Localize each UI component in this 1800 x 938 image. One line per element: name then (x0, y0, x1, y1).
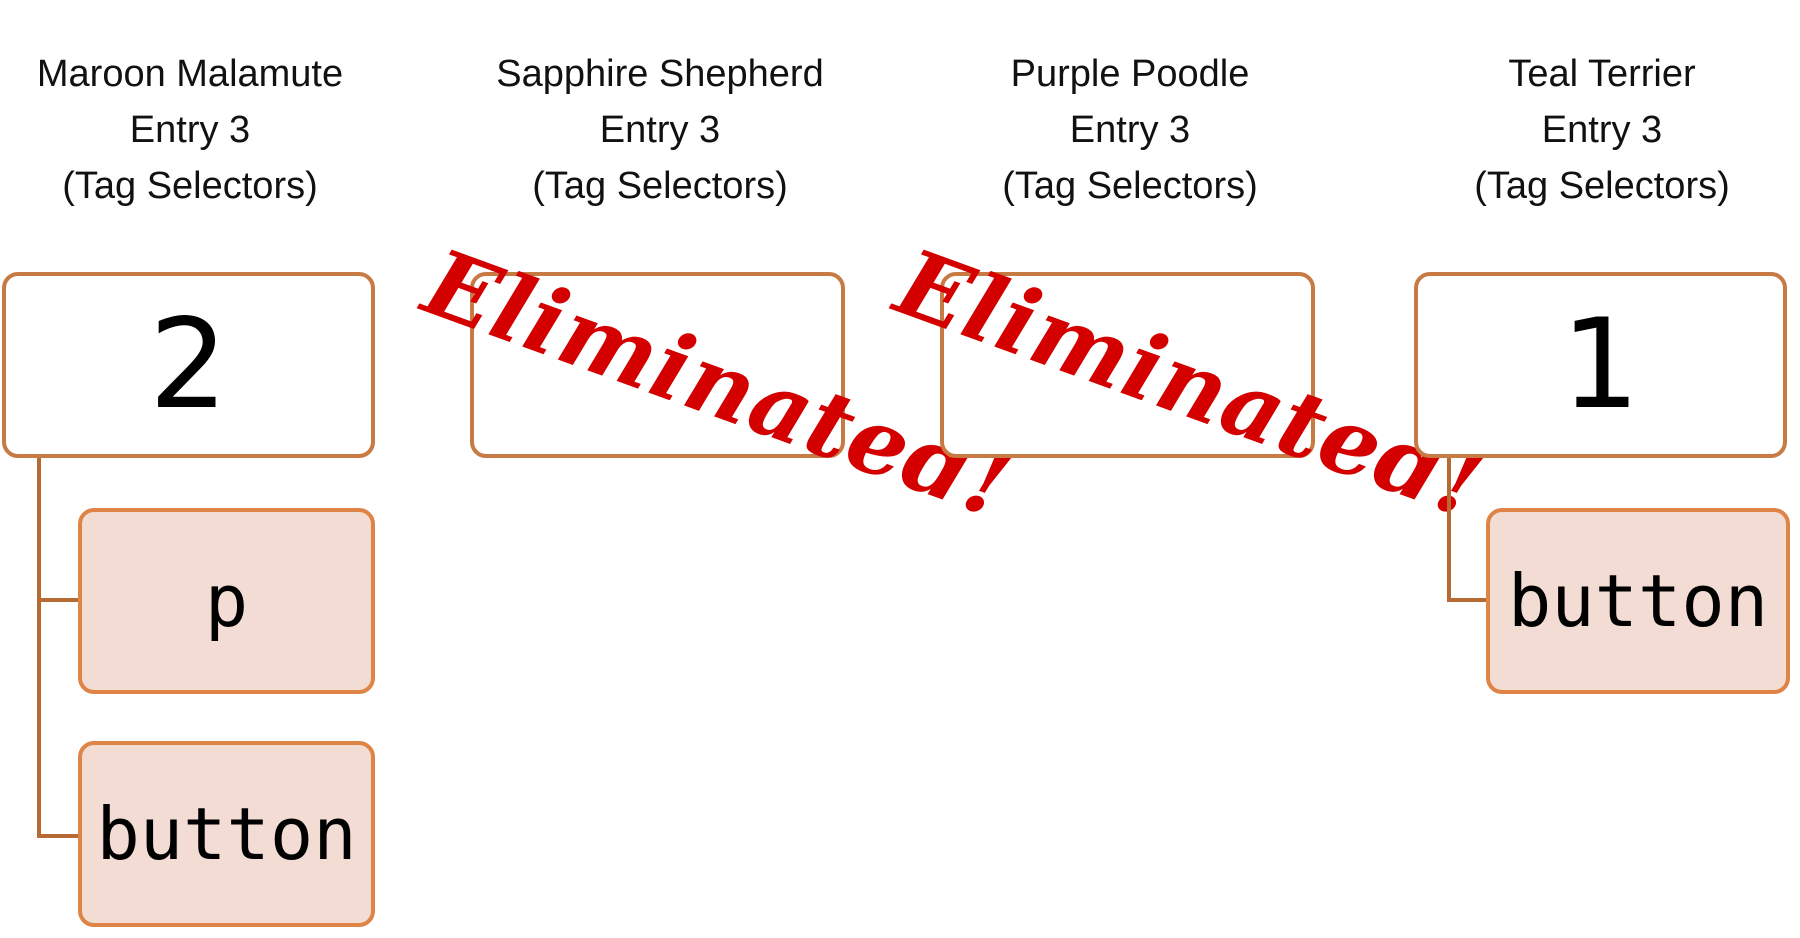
entry-name: Maroon Malamute (36, 53, 344, 95)
entry-name: Sapphire Shepherd (496, 53, 824, 95)
entry-column-sapphire-shepherd: Sapphire Shepherd Entry 3 (Tag Selectors… (411, 0, 1026, 938)
entry-column-maroon-malamute: Maroon Malamute Entry 3 (Tag Selectors) … (0, 0, 380, 938)
tag-selector-box: button (78, 741, 375, 927)
entry-title: Purple Poodle Entry 3 (Tag Selectors) (940, 46, 1320, 214)
score-box (940, 272, 1315, 458)
entry-category: (Tag Selectors) (1002, 165, 1258, 207)
tree-connector-vertical (1447, 458, 1451, 602)
entry-number: Entry 3 (1069, 109, 1191, 151)
tag-selector-box: p (78, 508, 375, 694)
tag-selector-box: button (1486, 508, 1790, 694)
entry-title: Sapphire Shepherd Entry 3 (Tag Selectors… (470, 46, 850, 214)
tree-connector-vertical (37, 458, 41, 838)
entry-name: Teal Terrier (1508, 53, 1696, 95)
tree-connector-branch (1447, 598, 1487, 602)
entry-title: Maroon Malamute Entry 3 (Tag Selectors) (0, 46, 380, 214)
score-box (470, 272, 845, 458)
tree-connector-branch (37, 834, 79, 838)
entry-number: Entry 3 (599, 109, 721, 151)
entry-column-teal-terrier: Teal Terrier Entry 3 (Tag Selectors) 1 b… (1412, 0, 1792, 938)
entry-title: Teal Terrier Entry 3 (Tag Selectors) (1412, 46, 1792, 214)
score-box: 2 (2, 272, 375, 458)
entry-category: (Tag Selectors) (62, 165, 318, 207)
score-box: 1 (1414, 272, 1787, 458)
entry-category: (Tag Selectors) (1474, 165, 1730, 207)
entry-number: Entry 3 (129, 109, 251, 151)
entry-name: Purple Poodle (1010, 53, 1250, 95)
entry-category: (Tag Selectors) (532, 165, 788, 207)
entry-number: Entry 3 (1541, 109, 1663, 151)
entry-column-purple-poodle: Purple Poodle Entry 3 (Tag Selectors) El… (883, 0, 1498, 938)
tree-connector-branch (37, 598, 79, 602)
